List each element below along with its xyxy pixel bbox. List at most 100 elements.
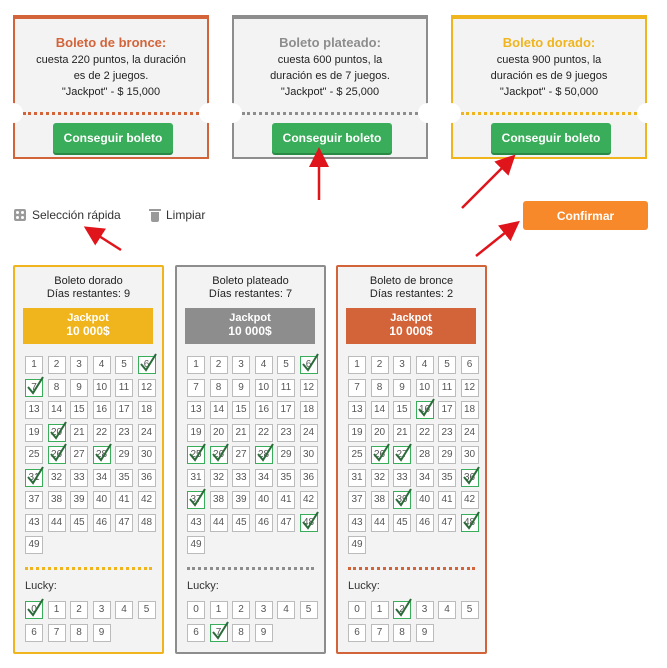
number-cell[interactable]: 17 [438, 401, 456, 419]
lucky-cell[interactable]: 9 [415, 623, 434, 642]
number-cell[interactable]: 19 [25, 423, 43, 442]
number-cell[interactable]: 13 [187, 401, 205, 419]
lucky-cell[interactable]: 0 [348, 601, 366, 619]
number-cell[interactable]: 21 [393, 423, 411, 442]
number-cell[interactable]: 40 [92, 491, 111, 509]
number-cell[interactable]: 9 [232, 378, 250, 397]
number-cell[interactable]: 7 [25, 375, 44, 397]
quick-pick-button[interactable]: Selección rápida [14, 208, 121, 222]
lucky-cell[interactable]: 0 [187, 601, 205, 619]
lucky-cell[interactable]: 6 [348, 623, 366, 642]
number-cell[interactable]: 22 [415, 423, 434, 442]
number-cell[interactable]: 43 [25, 513, 43, 532]
number-cell[interactable]: 48 [137, 513, 156, 532]
number-cell[interactable]: 41 [277, 491, 295, 509]
number-cell[interactable]: 21 [232, 423, 250, 442]
number-cell[interactable]: 11 [115, 378, 133, 397]
number-cell[interactable]: 46 [415, 513, 434, 532]
number-cell[interactable]: 9 [393, 378, 411, 397]
number-cell[interactable]: 29 [438, 446, 456, 464]
number-cell[interactable]: 29 [277, 446, 295, 464]
lucky-cell[interactable]: 4 [115, 601, 133, 619]
number-cell[interactable]: 42 [460, 491, 479, 509]
number-cell[interactable]: 30 [299, 446, 318, 464]
number-cell[interactable]: 16 [254, 401, 273, 419]
lucky-cell[interactable]: 1 [209, 601, 228, 619]
number-cell[interactable]: 2 [47, 356, 66, 374]
lucky-cell[interactable]: 9 [254, 623, 273, 642]
number-cell[interactable]: 1 [348, 356, 366, 374]
lucky-cell[interactable]: 4 [277, 601, 295, 619]
number-cell[interactable]: 30 [137, 446, 156, 464]
number-cell[interactable]: 10 [92, 378, 111, 397]
lucky-cell[interactable]: 8 [232, 623, 250, 642]
number-cell[interactable]: 27 [70, 446, 88, 464]
number-cell[interactable]: 5 [115, 356, 133, 374]
lucky-cell[interactable]: 7 [47, 623, 66, 642]
lucky-cell[interactable]: 2 [70, 601, 88, 619]
lucky-cell[interactable]: 1 [47, 601, 66, 619]
number-cell[interactable]: 23 [438, 423, 456, 442]
number-cell[interactable]: 42 [137, 491, 156, 509]
number-cell[interactable]: 30 [460, 446, 479, 464]
number-cell[interactable]: 16 [415, 398, 435, 419]
lucky-cell[interactable]: 4 [438, 601, 456, 619]
number-cell[interactable]: 34 [415, 468, 434, 487]
number-cell[interactable]: 5 [438, 356, 456, 374]
number-cell[interactable]: 36 [137, 468, 156, 487]
number-cell[interactable]: 46 [92, 513, 111, 532]
number-cell[interactable]: 11 [438, 378, 456, 397]
number-cell[interactable]: 36 [460, 465, 480, 487]
number-cell[interactable]: 44 [47, 513, 66, 532]
number-cell[interactable]: 8 [209, 378, 228, 397]
number-cell[interactable]: 25 [348, 446, 366, 464]
lucky-cell[interactable]: 6 [25, 623, 43, 642]
number-cell[interactable]: 39 [393, 488, 412, 509]
number-cell[interactable]: 19 [187, 423, 205, 442]
number-cell[interactable]: 22 [92, 423, 111, 442]
number-cell[interactable]: 16 [92, 401, 111, 419]
number-cell[interactable]: 13 [348, 401, 366, 419]
number-cell[interactable]: 12 [460, 378, 479, 397]
number-cell[interactable]: 11 [277, 378, 295, 397]
number-cell[interactable]: 34 [254, 468, 273, 487]
lucky-cell[interactable]: 5 [137, 601, 156, 619]
number-cell[interactable]: 4 [415, 356, 434, 374]
number-cell[interactable]: 28 [92, 443, 112, 464]
number-cell[interactable]: 35 [115, 468, 133, 487]
number-cell[interactable]: 25 [187, 443, 206, 464]
number-cell[interactable]: 47 [277, 513, 295, 532]
number-cell[interactable]: 37 [25, 491, 43, 509]
number-cell[interactable]: 3 [232, 356, 250, 374]
number-cell[interactable]: 18 [299, 401, 318, 419]
lucky-cell[interactable]: 1 [370, 601, 389, 619]
number-cell[interactable]: 6 [299, 353, 319, 374]
number-cell[interactable]: 18 [460, 401, 479, 419]
number-cell[interactable]: 28 [415, 446, 434, 464]
number-cell[interactable]: 13 [25, 401, 43, 419]
number-cell[interactable]: 3 [70, 356, 88, 374]
number-cell[interactable]: 24 [137, 423, 156, 442]
number-cell[interactable]: 18 [137, 401, 156, 419]
lucky-cell[interactable]: 3 [254, 601, 273, 619]
number-cell[interactable]: 12 [299, 378, 318, 397]
number-cell[interactable]: 37 [348, 491, 366, 509]
number-cell[interactable]: 26 [47, 443, 67, 464]
get-bronze-ticket-button[interactable]: Conseguir boleto [53, 123, 173, 153]
number-cell[interactable]: 39 [232, 491, 250, 509]
number-cell[interactable]: 33 [393, 468, 411, 487]
lucky-cell[interactable]: 5 [299, 601, 318, 619]
number-cell[interactable]: 23 [277, 423, 295, 442]
lucky-cell[interactable]: 6 [187, 623, 205, 642]
number-cell[interactable]: 4 [92, 356, 111, 374]
lucky-cell[interactable]: 5 [460, 601, 479, 619]
number-cell[interactable]: 40 [254, 491, 273, 509]
number-cell[interactable]: 31 [348, 468, 366, 487]
number-cell[interactable]: 2 [209, 356, 228, 374]
number-cell[interactable]: 44 [209, 513, 228, 532]
number-cell[interactable]: 6 [460, 356, 479, 374]
number-cell[interactable]: 9 [70, 378, 88, 397]
number-cell[interactable]: 20 [209, 423, 228, 442]
number-cell[interactable]: 46 [254, 513, 273, 532]
number-cell[interactable]: 15 [393, 401, 411, 419]
